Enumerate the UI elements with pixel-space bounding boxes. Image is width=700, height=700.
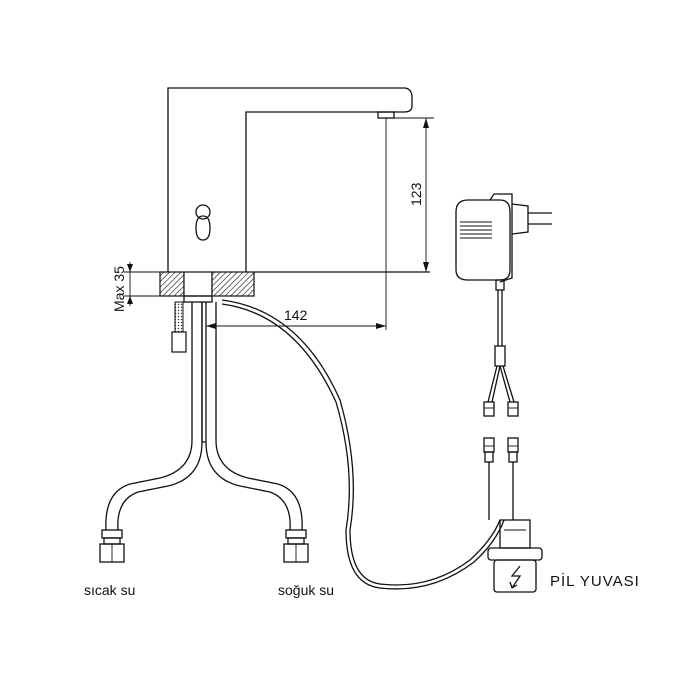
faucet-body — [167, 87, 413, 272]
cold-water-label: soğuk su — [278, 582, 334, 598]
flexible-hoses — [105, 302, 303, 531]
sensor-cable — [221, 299, 501, 586]
cold-water-fitting — [283, 529, 309, 563]
spout-aerator — [377, 111, 395, 119]
countertop-section — [159, 271, 430, 303]
hot-water-label: sıcak su — [84, 582, 135, 598]
dimension-reach: 142 — [206, 118, 387, 330]
lightning-bolt-icon — [509, 565, 522, 589]
mounting-nut — [183, 295, 213, 303]
threaded-rod — [171, 301, 187, 353]
power-adapter-icon — [455, 193, 552, 291]
sensor-cable-inner — [221, 303, 505, 590]
dimension-height: 123 — [394, 117, 434, 272]
dimension-max-thickness: Max 35 — [111, 262, 160, 312]
battery-housing-label: PİL YUVASI — [550, 572, 640, 590]
dimension-reach-label: 142 — [284, 307, 308, 323]
dimension-height-label: 123 — [408, 182, 424, 206]
adapter-cable — [483, 290, 519, 417]
dimension-max-thickness-label: Max 35 — [111, 266, 127, 312]
battery-connector-cables — [483, 437, 519, 520]
sensor-window-icon — [195, 204, 211, 241]
battery-housing — [487, 519, 543, 593]
hot-water-fitting — [99, 529, 125, 563]
